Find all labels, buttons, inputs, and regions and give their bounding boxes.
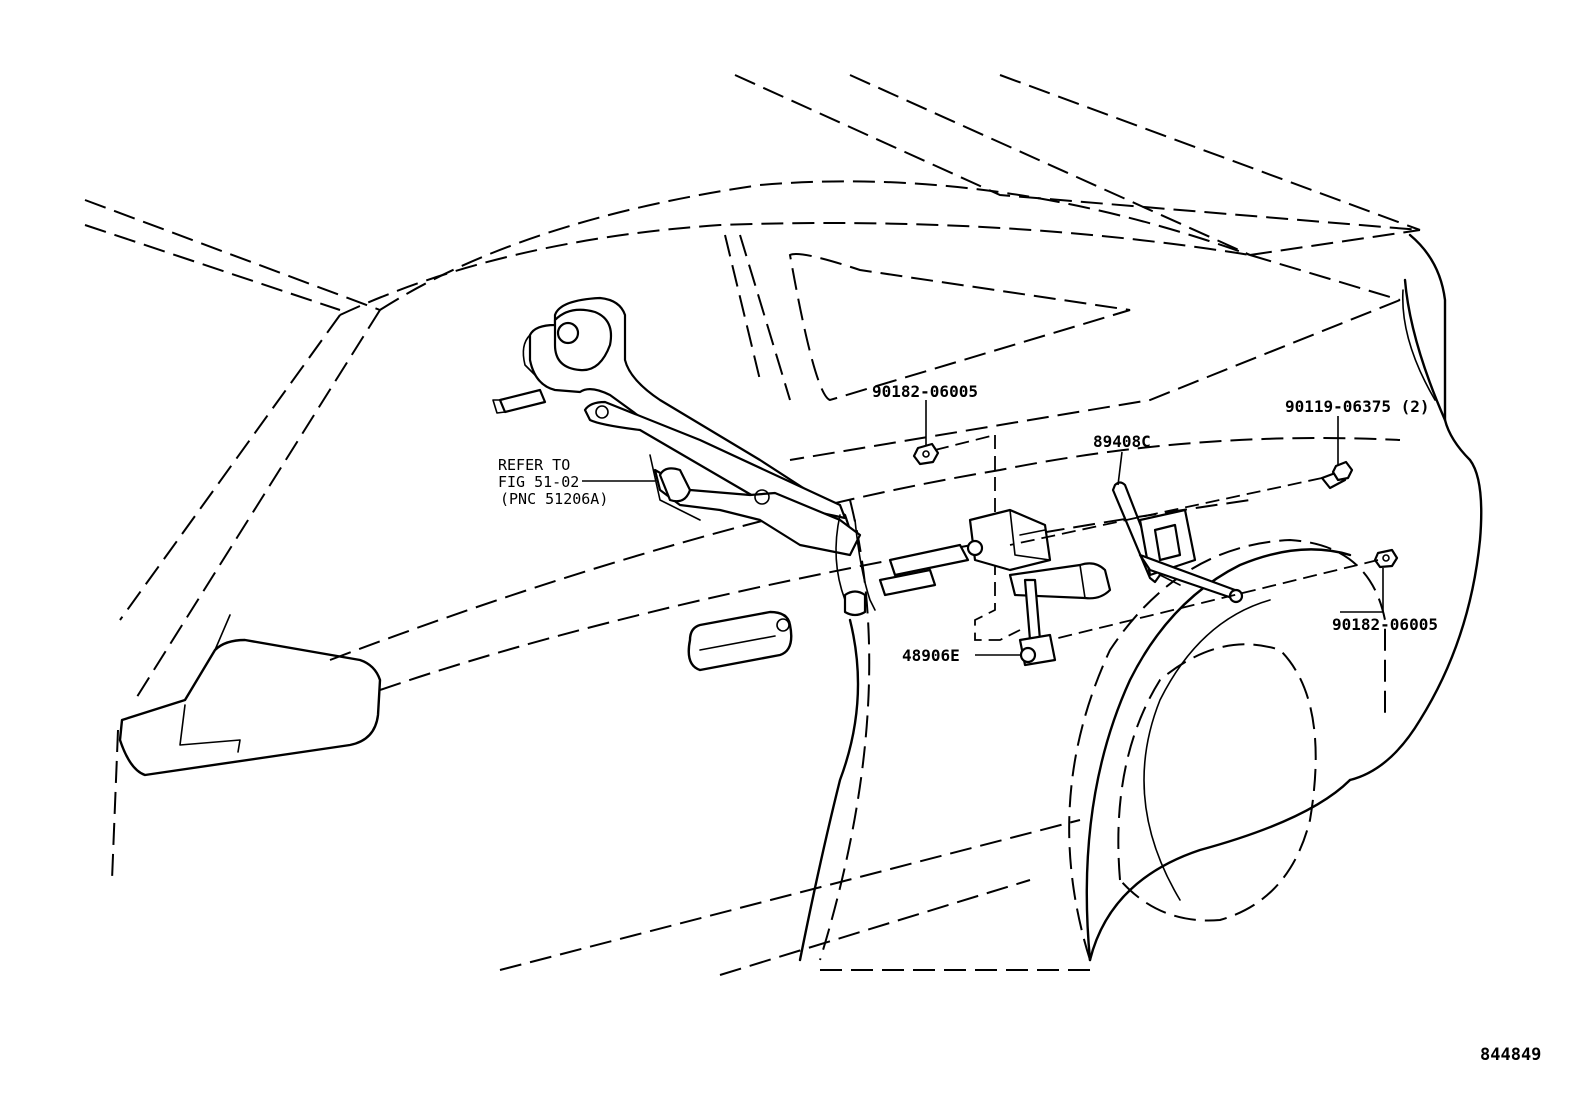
nut-icon	[912, 442, 940, 466]
refer-note-line2: FIG 51-02	[498, 473, 579, 491]
callout-leaders	[582, 400, 1384, 656]
callout-90182-top: 90182-06005	[872, 382, 978, 401]
refer-note-line3: (PNC 51206A)	[500, 490, 608, 508]
refer-note-line1: REFER TO	[498, 456, 570, 474]
car-body-outline	[84, 74, 1421, 976]
callout-89408c: 89408C	[1093, 432, 1151, 451]
callout-90182-right: 90182-06005	[1332, 615, 1438, 634]
car-body-solid-lines	[118, 233, 1483, 962]
nut-icon	[1373, 548, 1399, 569]
callout-90119: 90119-06375 (2)	[1285, 397, 1430, 416]
height-control-sensor	[1111, 481, 1244, 604]
height-sensor-link	[878, 508, 1112, 667]
callout-48906e: 48906E	[902, 646, 960, 665]
bolt-icon	[1320, 460, 1354, 490]
control-arm-assembly	[492, 296, 876, 617]
figure-number: 844849	[1480, 1045, 1541, 1065]
